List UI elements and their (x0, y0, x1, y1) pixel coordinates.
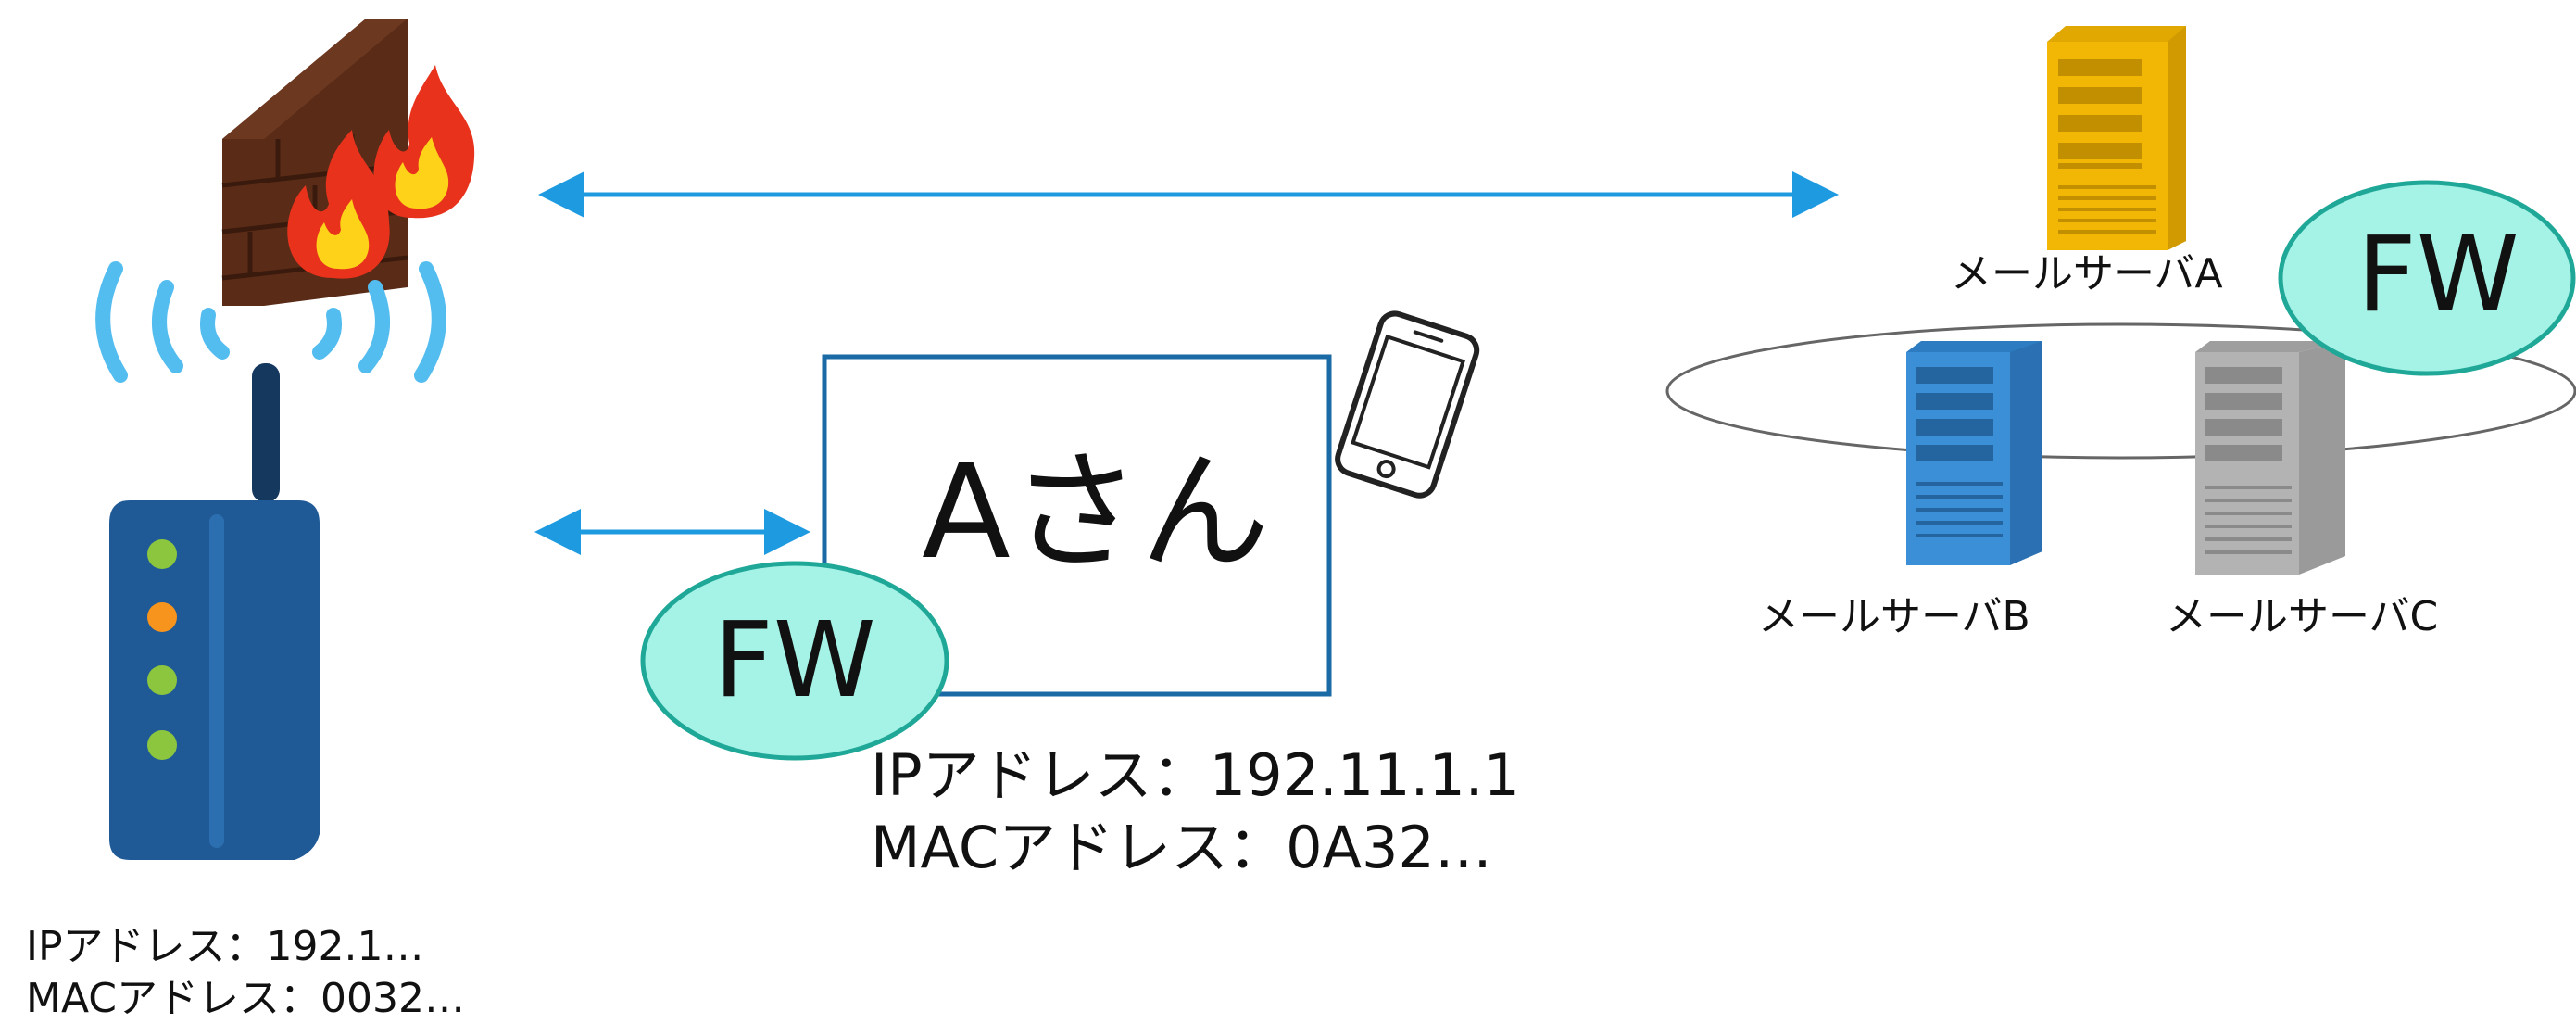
router-mac-label: MACアドレス：0032… (26, 975, 465, 1022)
smartphone-icon (1335, 310, 1480, 499)
server-c-icon (2195, 341, 2345, 575)
router-icon (109, 363, 320, 860)
user-name-label: Aさん (922, 437, 1270, 588)
router-ip-label: IPアドレス：192.1… (26, 923, 424, 970)
server-c-label: メールサーバC (2166, 593, 2439, 640)
wifi-waves-icon (95, 261, 446, 383)
server-group-ring (1665, 322, 2576, 460)
server-firewall-label: FW (2356, 215, 2519, 335)
user-firewall-label: FW (713, 600, 876, 721)
server-b-icon (1906, 341, 2042, 565)
flame-icon (287, 65, 475, 279)
user-ip-label: IPアドレス：192.11.1.1 (871, 741, 1520, 809)
user-firewall-ellipse (640, 561, 949, 761)
server-firewall-ellipse (2278, 180, 2576, 376)
user-mac-label: MACアドレス：0A32… (871, 814, 1492, 881)
server-b-label: メールサーバB (1758, 593, 2030, 640)
server-a-icon (2047, 26, 2186, 250)
server-a-label: メールサーバA (1951, 250, 2223, 297)
